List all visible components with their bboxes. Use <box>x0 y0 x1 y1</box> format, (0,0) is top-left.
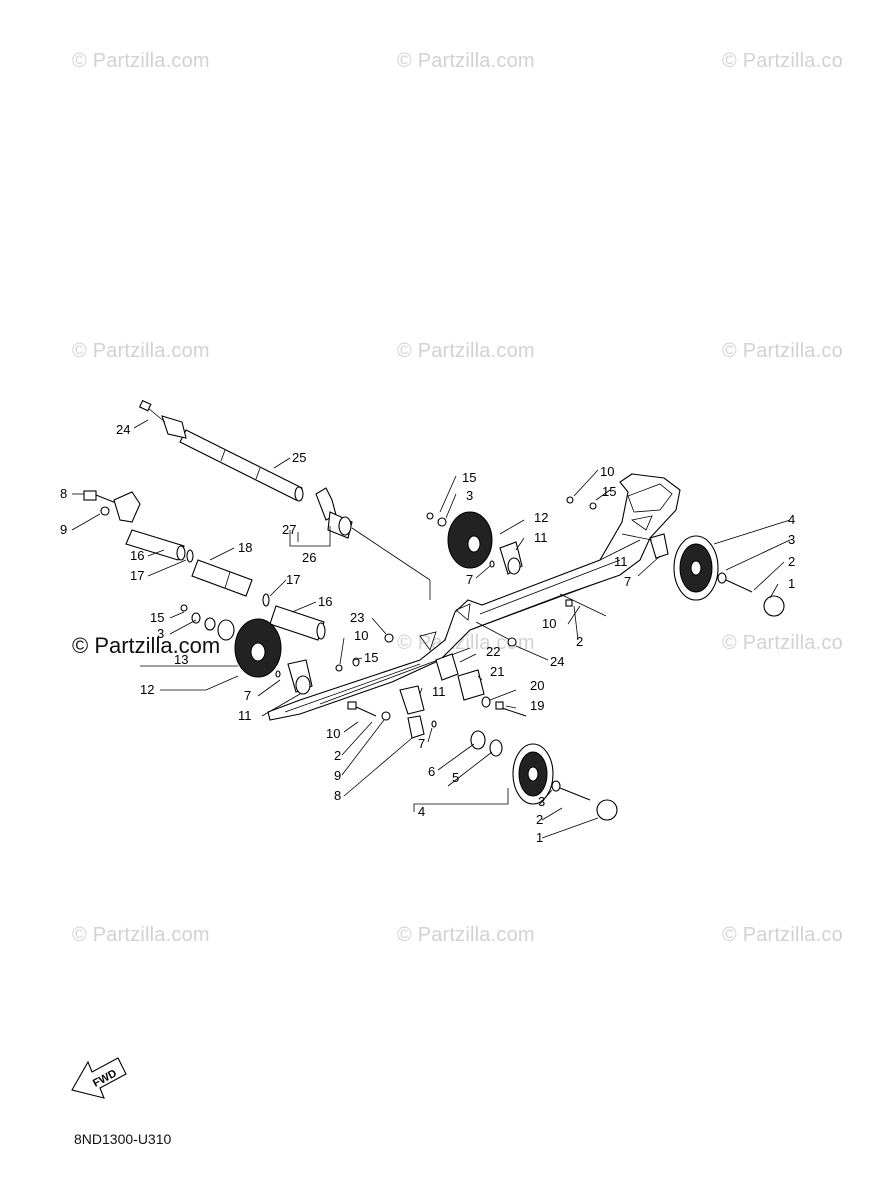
watermark-text: © Partzilla.com <box>72 50 210 72</box>
watermark-text: © Partzilla.com <box>397 924 535 946</box>
callout-24: 24 <box>116 422 130 437</box>
callout-3: 3 <box>157 626 164 641</box>
callout-2: 2 <box>334 748 341 763</box>
callout-12: 12 <box>140 682 154 697</box>
callout-27: 27 <box>282 522 296 537</box>
bracket-assembly <box>315 487 431 600</box>
callout-23: 23 <box>350 610 364 625</box>
callout-11: 11 <box>238 708 252 723</box>
left-idler-wheel <box>180 604 282 678</box>
callout-7: 7 <box>624 574 631 589</box>
callout-7: 7 <box>466 572 473 587</box>
callout-3: 3 <box>466 488 473 503</box>
middle-components <box>335 593 607 717</box>
callout-1: 1 <box>536 830 543 845</box>
callout-10: 10 <box>542 616 556 631</box>
watermark-text: © Partzilla.co <box>722 924 843 946</box>
left-bracket-bolt <box>83 490 141 523</box>
callout-8: 8 <box>334 788 341 803</box>
callout-5: 5 <box>452 770 459 785</box>
callout-25: 25 <box>292 450 306 465</box>
callout-3: 3 <box>788 532 795 547</box>
watermark-text: © Partzilla.com <box>397 340 535 362</box>
callout-2: 2 <box>788 554 795 569</box>
callout-24: 24 <box>550 654 564 669</box>
slide-rail-frame <box>267 473 681 721</box>
callout-22: 22 <box>486 644 500 659</box>
callout-19: 19 <box>530 698 544 713</box>
watermark-text: © Partzilla.co <box>722 50 843 72</box>
callout-17: 17 <box>130 568 144 583</box>
rear-axle-shaft <box>138 399 304 502</box>
callout-6: 6 <box>428 764 435 779</box>
callout-7: 7 <box>244 688 251 703</box>
callout-2: 2 <box>576 634 583 649</box>
leader-lines <box>71 419 791 839</box>
watermark-bold: © Partzilla.com <box>72 633 221 658</box>
callout-4: 4 <box>418 804 425 819</box>
watermark-text: © Partzilla.co <box>722 340 843 362</box>
callout-7: 7 <box>418 736 425 751</box>
callout-10: 10 <box>354 628 368 643</box>
callout-16: 16 <box>130 548 144 563</box>
callout-4: 4 <box>788 512 795 527</box>
callout-26: 26 <box>302 550 316 565</box>
callout-18: 18 <box>238 540 252 555</box>
callout-15: 15 <box>602 484 616 499</box>
upper-idler-wheel <box>426 511 523 575</box>
callout-15: 15 <box>150 610 164 625</box>
callout-10: 10 <box>600 464 614 479</box>
fwd-arrow-icon: FWD <box>71 1057 127 1099</box>
callout-9: 9 <box>334 768 341 783</box>
watermark-text: © Partzilla.com <box>397 50 535 72</box>
watermark-text: © Partzilla.com <box>72 924 210 946</box>
callout-15: 15 <box>462 470 476 485</box>
rear-wheel-upper <box>566 496 785 617</box>
callout-11: 11 <box>614 554 628 569</box>
callout-12: 12 <box>534 510 548 525</box>
left-bushing <box>275 659 313 695</box>
callout-21: 21 <box>490 664 504 679</box>
callout-1: 1 <box>788 576 795 591</box>
callout-labels: 24 25 8 9 27 26 16 18 17 17 16 15 3 13 1… <box>60 422 795 845</box>
callout-10: 10 <box>326 726 340 741</box>
callout-8: 8 <box>60 486 67 501</box>
callout-16: 16 <box>318 594 332 609</box>
front-lower-components <box>347 701 618 821</box>
callout-20: 20 <box>530 678 544 693</box>
watermark-text: © Partzilla.co <box>722 632 843 654</box>
callout-9: 9 <box>60 522 67 537</box>
diagram-code: 8ND1300-U310 <box>74 1131 172 1147</box>
callout-17: 17 <box>286 572 300 587</box>
left-spacers <box>125 529 326 641</box>
callout-11: 11 <box>432 684 446 699</box>
callout-3: 3 <box>538 794 545 809</box>
watermark-text: © Partzilla.com <box>72 340 210 362</box>
callout-2: 2 <box>536 812 543 827</box>
watermark-text: © Partzilla.com <box>397 632 535 654</box>
callout-13: 13 <box>174 652 188 667</box>
callout-11: 11 <box>534 530 548 545</box>
callout-15: 15 <box>364 650 378 665</box>
